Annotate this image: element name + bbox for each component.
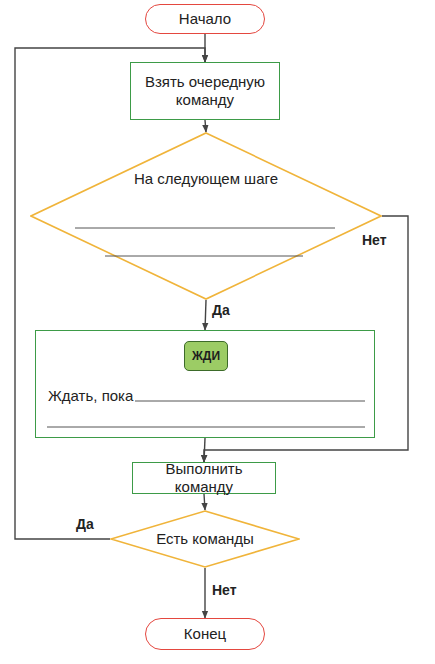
start-terminal: Начало [145,4,265,34]
flow-arrow [204,568,205,618]
end-terminal: Конец [145,618,265,650]
flow-arrow [204,438,205,462]
decision-diamond: Есть команды [110,510,300,568]
process-box: Выполнить команду [132,462,276,494]
wait-block: Ждать, пока ЖДИ [35,330,375,438]
diamond-shape [31,133,381,299]
diamond-shape [111,511,299,567]
node-text: Выполнить команду [141,460,267,496]
node-text: Взять очередную команду [139,73,271,109]
command-card: ЖДИ [184,341,228,371]
node-text: Есть команды [156,530,254,548]
flow-arrow [205,120,206,132]
flow-arrow [205,300,206,330]
node-text: На следующем шаге [30,170,382,188]
node-text: ЖДИ [192,347,220,365]
branch-label: Да [212,302,230,318]
branch-label: Нет [362,232,387,248]
branch-label: Да [76,516,94,532]
diamond-outline [30,132,382,300]
process-box: Взять очередную команду [130,62,280,120]
node-text: Ждать, пока [48,387,133,405]
branch-label: Нет [212,582,237,598]
flow-arrow [204,494,205,510]
node-text: Конец [184,625,226,643]
node-text: Начало [179,10,231,28]
decision-diamond: На следующем шаге [30,132,382,300]
